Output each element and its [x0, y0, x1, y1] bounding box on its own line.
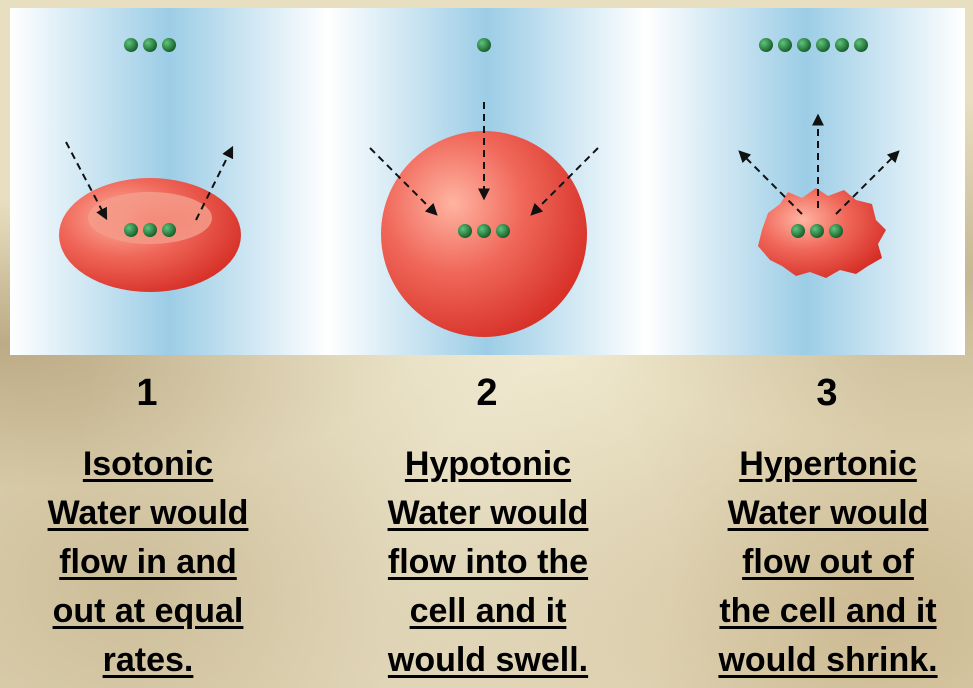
panel-1-caption-line: Water would — [0, 489, 298, 538]
panel-3-caption-line: flow out of — [678, 538, 973, 587]
panel-3-number: 3 — [727, 372, 927, 415]
panel-2-outside-solute — [477, 38, 491, 52]
panel-1-caption-line: rates. — [0, 636, 298, 685]
panel-3-caption-line: the cell and it — [678, 587, 973, 636]
panel-2-caption-line: Water would — [338, 489, 638, 538]
panel-2-inside-solutes — [458, 224, 510, 238]
panel-3-background — [646, 8, 965, 355]
panel-1-caption-line: flow in and — [0, 538, 298, 587]
panel-3-inside-solutes — [791, 224, 843, 238]
panel-3-caption-line: would shrink. — [678, 636, 973, 685]
panel-2-caption: Hypotonic Water would flow into the cell… — [338, 440, 638, 685]
panel-3-caption-line: Water would — [678, 489, 973, 538]
panel-1-caption-line: Isotonic — [0, 440, 298, 489]
panel-2-caption-line: cell and it — [338, 587, 638, 636]
panel-3-caption: Hypertonic Water would flow out of the c… — [678, 440, 973, 685]
panel-2-number: 2 — [387, 372, 587, 415]
panel-1-number: 1 — [47, 372, 247, 415]
panel-1-outside-solutes — [124, 38, 176, 52]
panel-1-inside-solutes — [124, 223, 176, 237]
panel-1-caption: Isotonic Water would flow in and out at … — [0, 440, 298, 685]
panel-2-caption-line: flow into the — [338, 538, 638, 587]
panel-2-caption-line: would swell. — [338, 636, 638, 685]
osmosis-diagram — [10, 8, 965, 355]
panel-2-caption-line: Hypotonic — [338, 440, 638, 489]
panel-3-caption-line: Hypertonic — [678, 440, 973, 489]
panel-1-caption-line: out at equal — [0, 587, 298, 636]
